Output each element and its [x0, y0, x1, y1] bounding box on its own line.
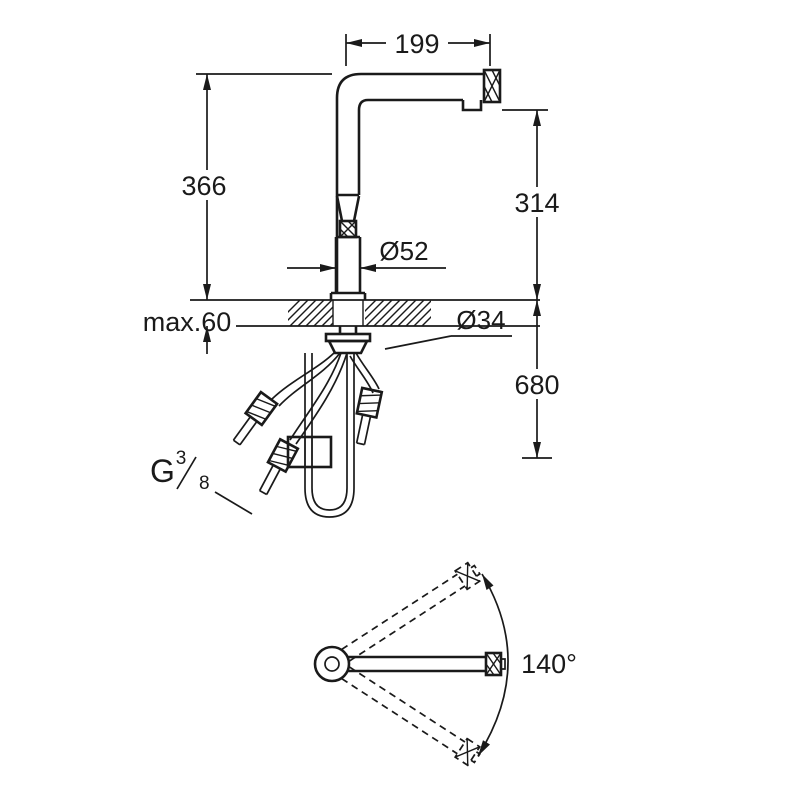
spout-head — [482, 68, 502, 104]
countertop-section — [190, 299, 540, 327]
dimension-366: 366 — [170, 73, 332, 300]
thread-letter: G — [150, 453, 175, 489]
mounting-hardware — [324, 326, 372, 355]
dimension-diameter-52: Ø52 — [287, 236, 446, 272]
spout-arm-solid — [348, 651, 506, 677]
dimension-680: 680 — [503, 300, 571, 459]
dim-counter-thickness: max.60 — [143, 307, 232, 337]
dimension-199: 199 — [345, 29, 491, 66]
dimension-max60: max.60 — [142, 306, 236, 354]
dimension-314: 314 — [502, 109, 571, 300]
aerator — [461, 100, 483, 112]
spout-arm-dashed-up — [341, 561, 481, 662]
dimension-diameter-34: Ø34 — [384, 305, 512, 350]
swivel-top-view: 140° — [313, 561, 577, 767]
thread-label-g38: G 3 8 — [150, 448, 253, 515]
dim-height-right: 314 — [514, 188, 559, 218]
dim-swivel-angle: 140° — [521, 649, 577, 679]
faucet-body — [329, 68, 502, 300]
dim-hole-diameter: Ø34 — [456, 305, 505, 335]
thread-numerator: 3 — [176, 448, 187, 469]
dim-hose-length: 680 — [514, 370, 559, 400]
thread-denominator: 8 — [199, 473, 210, 494]
pivot-ring — [313, 645, 351, 683]
dim-body-diameter: Ø52 — [379, 236, 428, 266]
dim-height-left: 366 — [181, 171, 226, 201]
swivel-angle-dimension: 140° — [477, 573, 577, 757]
hose-weight — [286, 435, 333, 469]
faucet-elevation-view: 199 366 314 Ø52 max.60 — [142, 29, 571, 518]
grip-ring — [338, 219, 358, 239]
spout-arm-dashed-down — [341, 666, 481, 767]
dim-spout-reach: 199 — [394, 29, 439, 59]
hoses — [227, 352, 384, 518]
